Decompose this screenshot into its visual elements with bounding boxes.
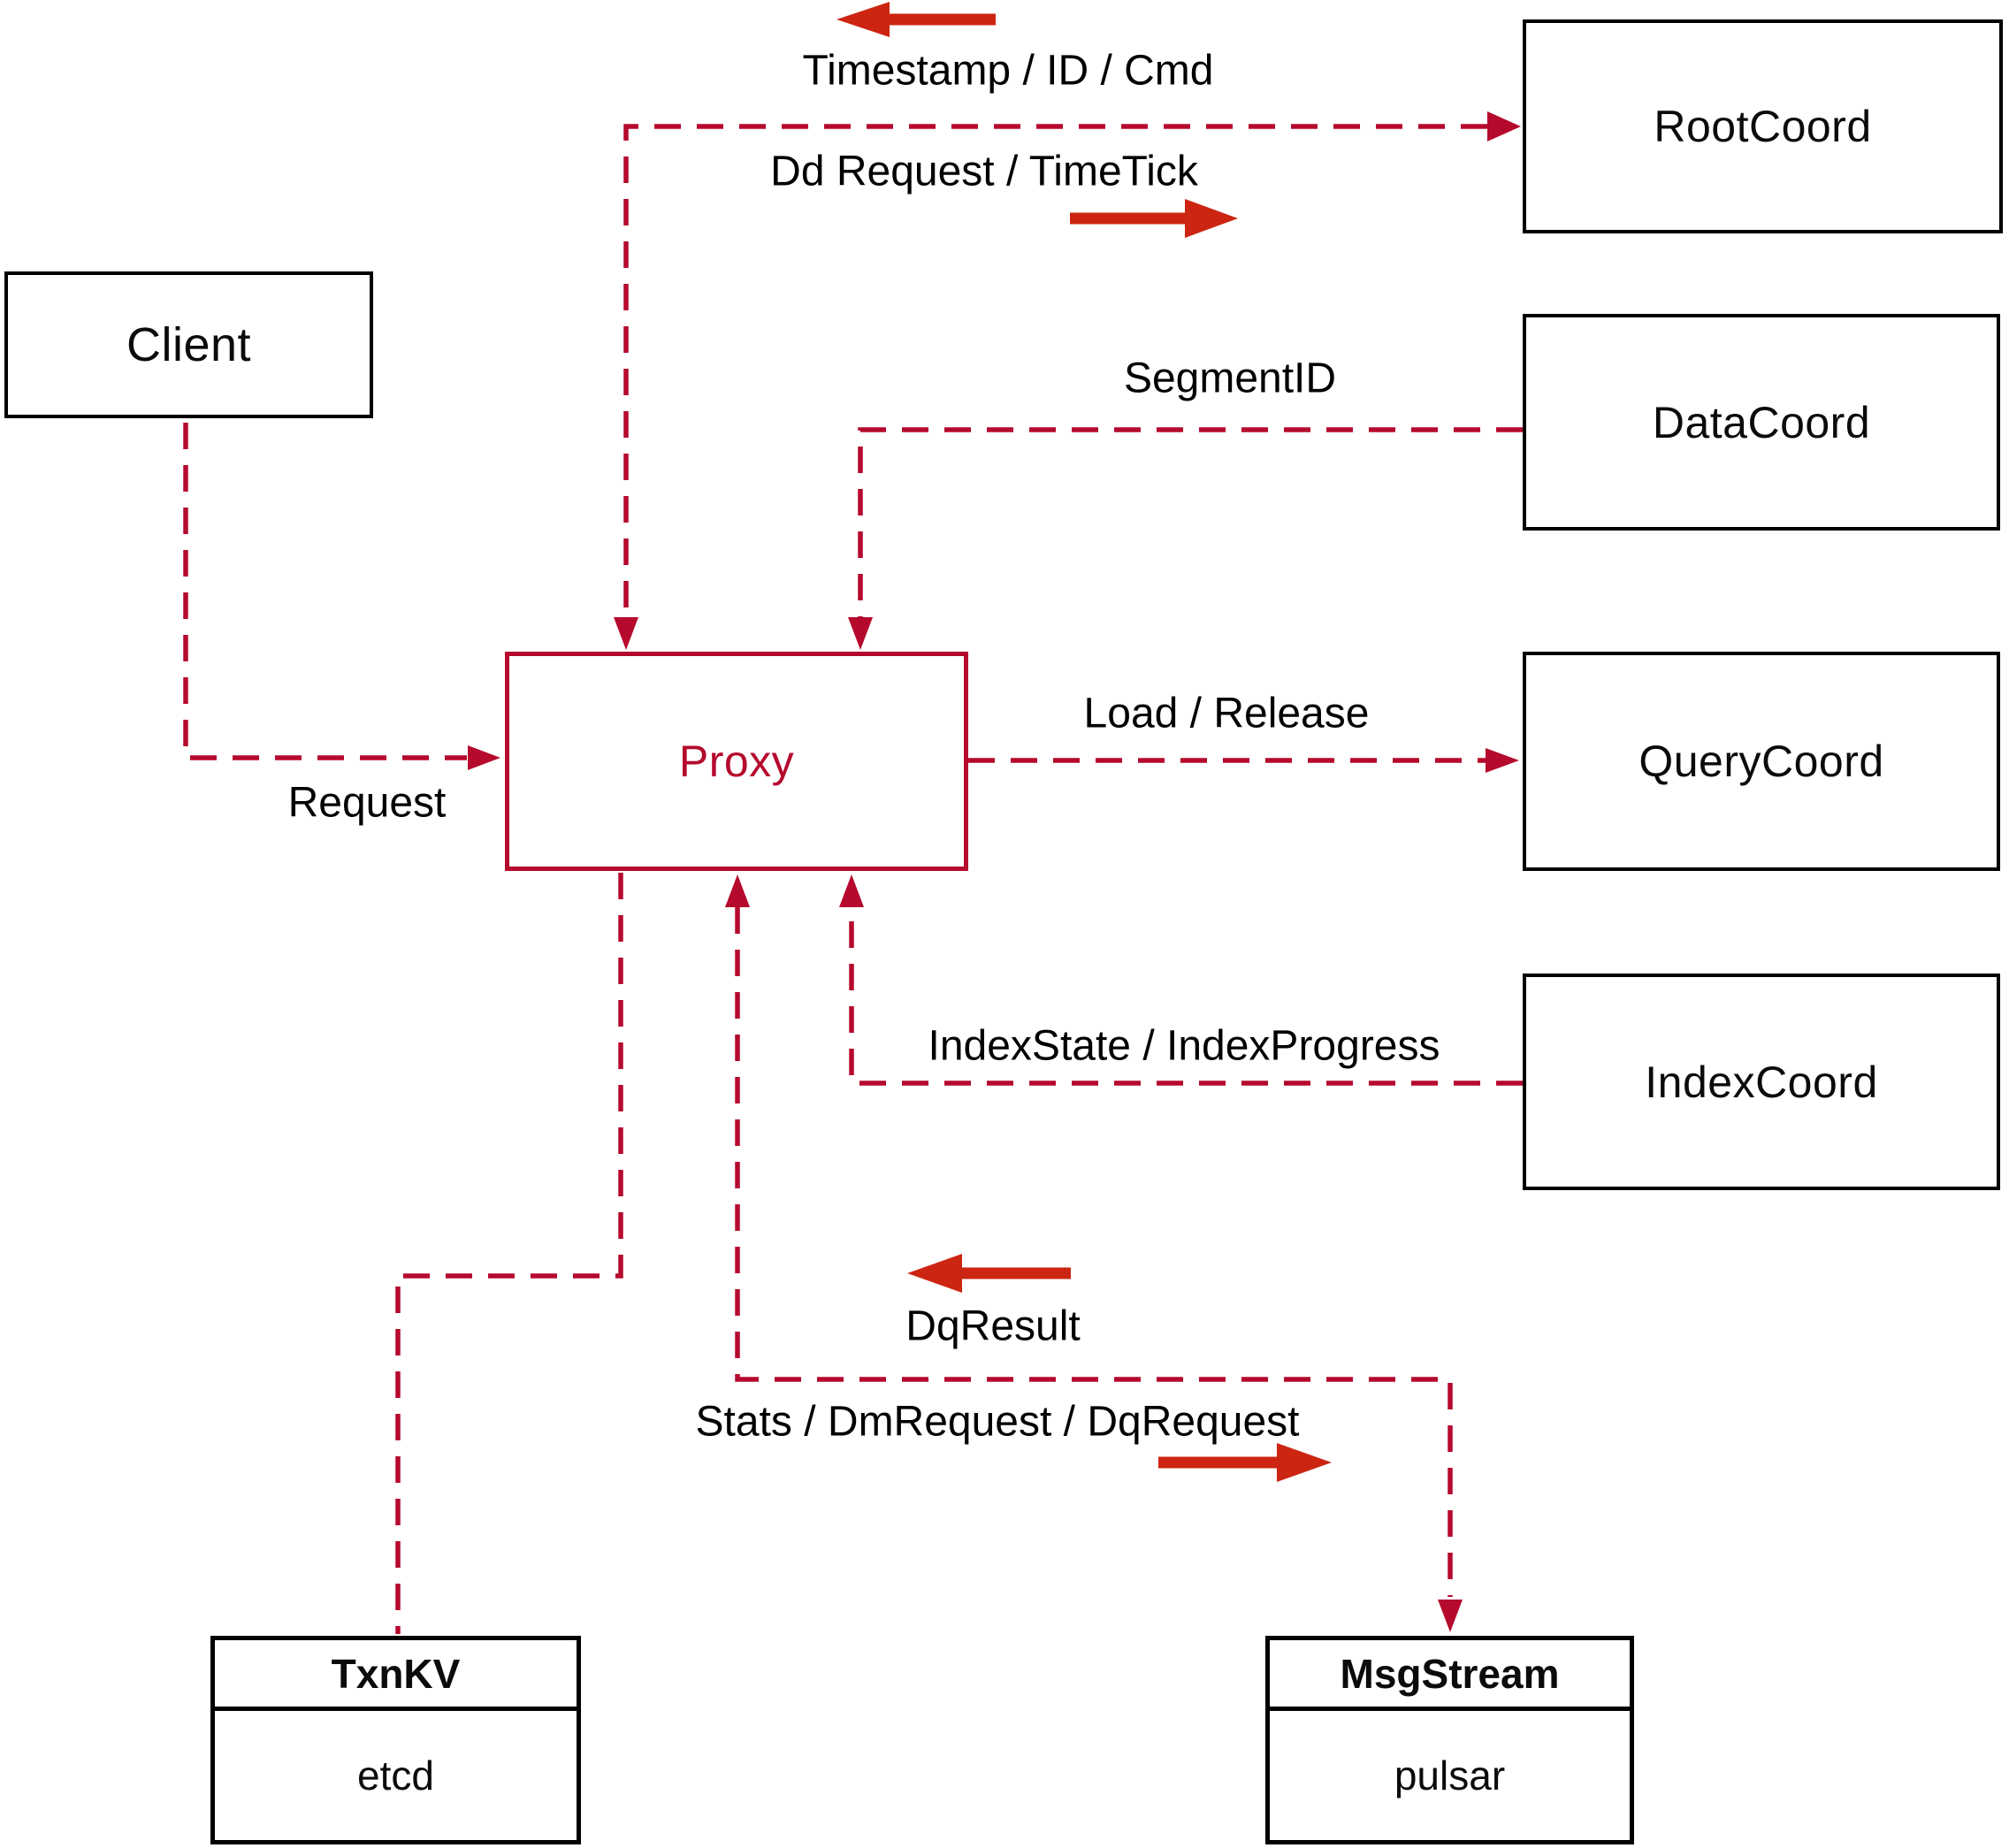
node-rootcoord-label: RootCoord: [1654, 102, 1872, 151]
edge-label-request: Request: [287, 779, 447, 827]
node-proxy-label: Proxy: [678, 737, 795, 786]
edge-label-index-state-progress: IndexState / IndexProgress: [928, 1022, 1440, 1070]
node-client-label: Client: [126, 318, 252, 371]
node-indexcoord-label: IndexCoord: [1645, 1057, 1878, 1107]
node-querycoord: QueryCoord: [1523, 652, 2000, 871]
flow-direction-left-icon: [907, 1254, 1071, 1293]
edge-label-stats-dm-dq: Stats / DmRequest / DqRequest: [695, 1398, 1300, 1446]
node-client: Client: [4, 271, 373, 418]
node-msgstream-title: MsgStream: [1270, 1640, 1630, 1711]
node-msgstream-subtitle: pulsar: [1394, 1753, 1506, 1798]
edge-proxy-querycoord: [968, 748, 1519, 773]
edge-label-load-release: Load / Release: [1083, 690, 1370, 737]
node-rootcoord: RootCoord: [1523, 19, 2003, 233]
node-txnkv-subtitle: etcd: [357, 1753, 434, 1798]
flow-direction-right-icon: [1070, 199, 1238, 238]
node-querycoord-label: QueryCoord: [1639, 737, 1884, 786]
edge-label-timestamp-id-cmd: Timestamp / ID / Cmd: [802, 47, 1214, 95]
edge-client-proxy: [183, 423, 500, 770]
edge-proxy-txnkv: [395, 873, 623, 1634]
node-txnkv: TxnKV etcd: [210, 1636, 581, 1844]
flow-direction-left-icon: [836, 2, 996, 37]
node-txnkv-title: TxnKV: [215, 1640, 577, 1711]
flow-direction-right-icon: [1158, 1443, 1332, 1482]
edge-datacoord-proxy: [848, 427, 1523, 650]
edge-label-dd-request-timetick: Dd Request / TimeTick: [770, 148, 1198, 195]
edge-label-segment-id: SegmentID: [1123, 355, 1337, 402]
edge-label-dq-result: DqResult: [905, 1302, 1081, 1350]
node-msgstream: MsgStream pulsar: [1265, 1636, 1634, 1844]
node-proxy: Proxy: [505, 652, 968, 871]
node-indexcoord: IndexCoord: [1523, 974, 2000, 1190]
edge-proxy-msgstream: [725, 874, 1463, 1632]
node-datacoord-label: DataCoord: [1652, 397, 1871, 447]
node-datacoord: DataCoord: [1523, 314, 2000, 531]
